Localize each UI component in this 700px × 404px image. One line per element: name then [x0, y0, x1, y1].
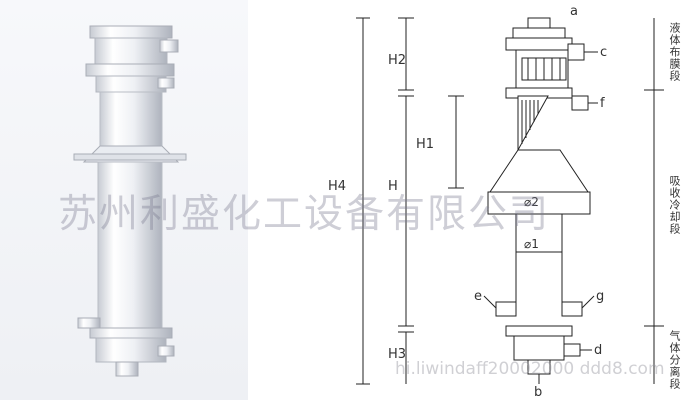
schematic-svg: H2 H1 H4 H H3 a c f e g d b ⌀2 ⌀1: [328, 4, 664, 400]
url-watermark: hi.liwindaff20002000 ddd8.com: [395, 359, 665, 379]
nozzle-e-label: e: [474, 289, 482, 304]
nozzle-a-label: a: [570, 4, 578, 19]
section-gas-separation: 气体分离段: [668, 330, 681, 390]
dim-h3: H3: [388, 347, 406, 362]
nozzle-b-label: b: [534, 385, 542, 400]
dim-h1: H1: [416, 137, 434, 152]
section-absorption-cooling: 吸收冷却段: [668, 175, 681, 235]
nozzle-g-label: g: [596, 289, 604, 304]
dim-h2: H2: [388, 53, 406, 68]
nozzle-f-label: f: [600, 96, 605, 111]
schematic-diagram: H2 H1 H4 H H3 a c f e g d b ⌀2 ⌀1 液体布膜段 …: [248, 0, 700, 400]
nozzle-d-label: d: [594, 343, 602, 358]
dim-h: H: [388, 179, 398, 194]
section-liquid-distribution: 液体布膜段: [668, 22, 681, 82]
diameter-2-label: ⌀2: [524, 195, 539, 209]
product-photo: [0, 0, 248, 400]
dim-h4: H4: [328, 179, 346, 194]
absorber-tower-photo: [73, 25, 187, 377]
diameter-1-label: ⌀1: [524, 237, 539, 251]
nozzle-c-label: c: [600, 45, 607, 60]
